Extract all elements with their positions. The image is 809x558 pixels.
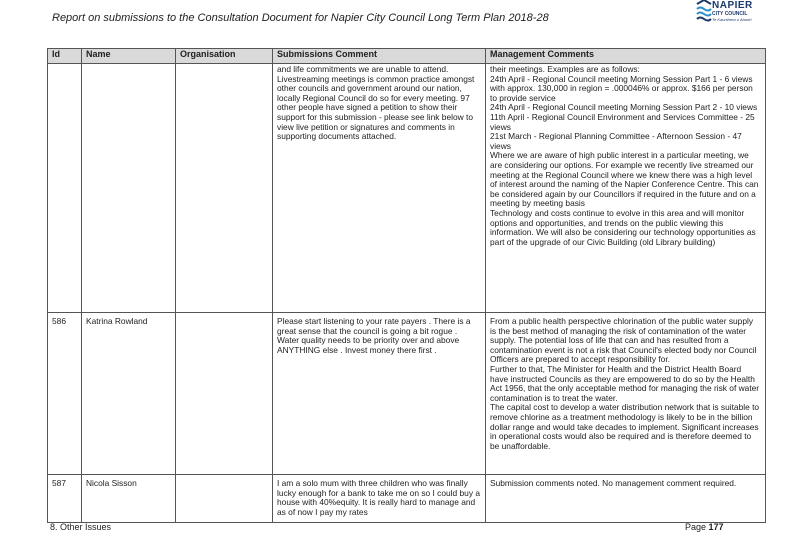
cell-id: 587 (47, 474, 82, 523)
cell-name: Katrina Rowland (81, 312, 176, 475)
napier-wave-logo-icon (696, 0, 712, 22)
report-title: Report on submissions to the Consultatio… (52, 12, 549, 24)
column-header-organisation: Organisation (175, 48, 273, 64)
cell-organisation (175, 312, 273, 475)
napier-logo: NAPIER CITY COUNCIL Te Kaunihera o Ahuri… (690, 0, 772, 28)
footer-page-indicator: Page 177 (685, 522, 724, 532)
cell-id (47, 63, 82, 313)
column-header-name: Name (81, 48, 176, 64)
column-header-id: Id (47, 48, 82, 64)
table-row: 586 Katrina Rowland Please start listeni… (47, 312, 766, 475)
cell-id: 586 (47, 312, 82, 475)
cell-submission-comment: and life commitments we are unable to at… (272, 63, 486, 313)
logo-maori-name: Te Kaunihera o Ahuriri (712, 17, 752, 22)
cell-organisation (175, 474, 273, 523)
logo-subtitle: CITY COUNCIL (712, 11, 748, 17)
footer-section-label: 8. Other Issues (50, 522, 112, 532)
cell-name (81, 63, 176, 313)
column-header-submissions-comment: Submissions Comment (272, 48, 486, 64)
logo-brand: NAPIER (712, 0, 753, 11)
column-header-management-comments: Management Comments (485, 48, 766, 64)
submissions-table: Id Name Organisation Submissions Comment… (47, 48, 766, 523)
table-row: 587 Nicola Sisson I am a solo mum with t… (47, 474, 766, 523)
cell-submission-comment: Please start listening to your rate paye… (272, 312, 486, 475)
page-number: 177 (708, 522, 724, 532)
cell-management-comment: From a public health perspective chlorin… (485, 312, 766, 475)
page-label: Page (685, 522, 707, 532)
cell-organisation (175, 63, 273, 313)
cell-management-comment: their meetings. Examples are as follows:… (485, 63, 766, 313)
cell-submission-comment: I am a solo mum with three children who … (272, 474, 486, 523)
cell-management-comment: Submission comments noted. No management… (485, 474, 766, 523)
cell-name: Nicola Sisson (81, 474, 176, 523)
table-header-row: Id Name Organisation Submissions Comment… (47, 48, 766, 64)
table-row: and life commitments we are unable to at… (47, 63, 766, 313)
